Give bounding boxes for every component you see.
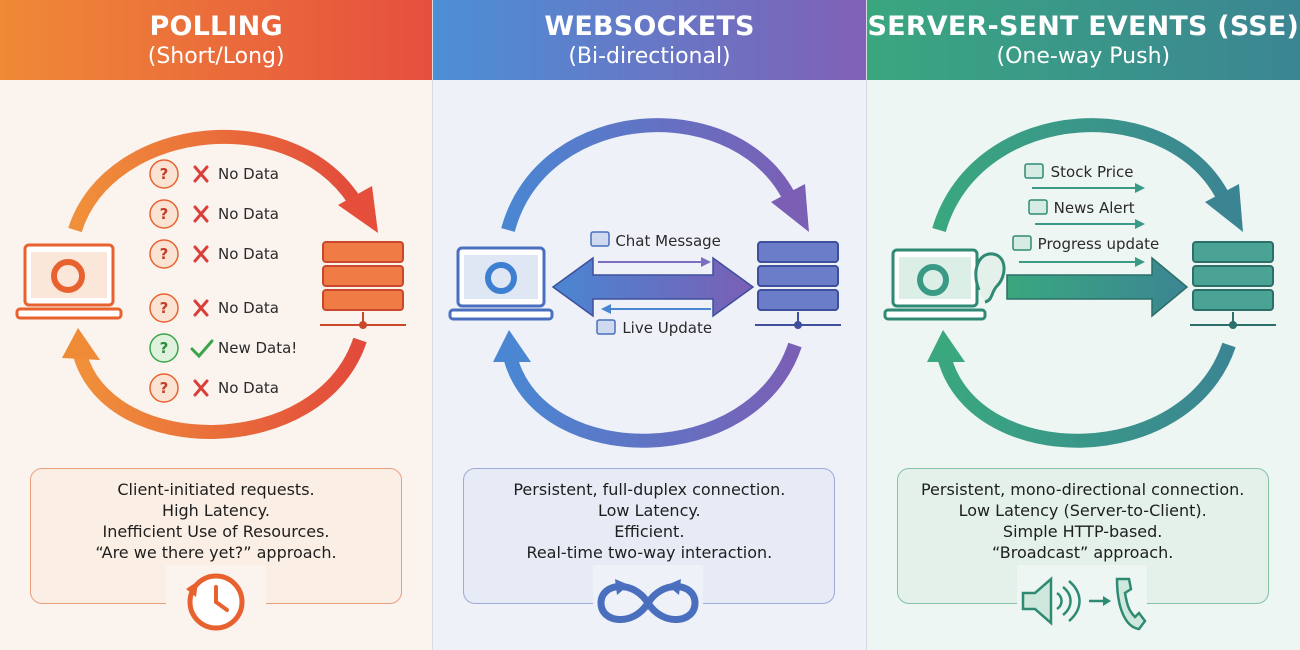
websockets-panel: WEBSOCKETS (Bi-directional) <box>433 0 867 650</box>
request-result-1: No Data <box>218 165 279 183</box>
sse-panel: SERVER-SENT EVENTS (SSE) (One-way Push) <box>866 0 1300 650</box>
request-result-3: No Data <box>218 245 279 263</box>
push-arrow <box>1005 256 1188 318</box>
chat-message-label: Chat Message <box>615 232 721 250</box>
websockets-title: WEBSOCKETS <box>544 11 755 42</box>
polling-top-arrowhead <box>338 186 378 233</box>
polling-desc-line-1: Client-initiated requests. <box>117 480 315 499</box>
speaker-to-phone-icon <box>1016 565 1147 635</box>
laptop-icon <box>15 243 123 320</box>
sse-desc-line-1: Persistent, mono-directional connection. <box>920 480 1245 499</box>
sse-desc-line-3: Simple HTTP-based. <box>1002 522 1163 541</box>
ws-desc-line-1: Persistent, full-duplex connection. <box>513 480 786 499</box>
ear-icon <box>974 252 1006 304</box>
ws-desc-line-2: Low Latency. <box>598 501 701 520</box>
sse-top-arrowhead <box>1204 184 1243 232</box>
stock-price-label: Stock Price <box>1050 163 1134 181</box>
svg-text:?: ? <box>160 339 169 357</box>
sse-desc-line-4: “Broadcast” approach. <box>992 543 1174 562</box>
request-result-2: No Data <box>218 205 279 223</box>
polling-subtitle: (Short/Long) <box>147 44 285 69</box>
polling-title: POLLING <box>149 11 283 42</box>
svg-text:?: ? <box>160 205 169 223</box>
websockets-header: WEBSOCKETS (Bi-directional) <box>433 0 866 80</box>
request-result-5: New Data! <box>218 339 298 357</box>
request-bubbles: ??? ?? ? <box>149 159 214 403</box>
svg-text:?: ? <box>160 245 169 263</box>
progress-update-label: Progress update <box>1037 235 1160 253</box>
polling-desc-line-2: High Latency. <box>162 501 270 520</box>
infinity-arrows-icon <box>593 565 704 635</box>
polling-panel: POLLING (Short/Long) <box>0 0 434 650</box>
websockets-diagram <box>448 118 842 448</box>
request-result-6: No Data <box>218 379 279 397</box>
polling-desc-line-4: “Are we there yet?” approach. <box>95 543 337 562</box>
sse-top-arrow <box>931 118 1234 233</box>
polling-bottom-arrow <box>73 337 367 439</box>
laptop-icon <box>448 246 554 321</box>
request-result-4: No Data <box>218 299 279 317</box>
ws-bottom-arrow <box>504 342 802 448</box>
bidirectional-arrow <box>552 256 755 318</box>
sse-header: SERVER-SENT EVENTS (SSE) (One-way Push) <box>866 0 1300 80</box>
ws-top-arrowhead <box>771 184 810 232</box>
clock-refresh-icon <box>166 565 266 635</box>
ws-desc-line-3: Efficient. <box>614 522 685 541</box>
polling-header: POLLING (Short/Long) <box>0 0 433 80</box>
server-icon <box>1189 241 1276 329</box>
sse-diagram <box>883 118 1276 448</box>
svg-text:?: ? <box>160 299 169 317</box>
svg-text:?: ? <box>160 379 169 397</box>
websockets-subtitle: (Bi-directional) <box>568 44 731 69</box>
server-icon <box>320 241 406 329</box>
news-alert-label: News Alert <box>1053 199 1135 217</box>
sse-desc-line-2: Low Latency (Server-to-Client). <box>958 501 1207 520</box>
polling-desc-line-3: Inefficient Use of Resources. <box>102 522 330 541</box>
sse-description: Persistent, mono-directional connection.… <box>896 468 1269 604</box>
polling-bottom-arrowhead <box>62 328 100 360</box>
ws-top-arrow <box>501 118 800 232</box>
laptop-icon <box>883 248 987 321</box>
svg-text:?: ? <box>160 165 169 183</box>
server-icon <box>755 241 842 329</box>
sse-subtitle: (One-way Push) <box>996 44 1171 69</box>
sse-title: SERVER-SENT EVENTS (SSE) <box>867 11 1300 42</box>
sse-bottom-arrowhead <box>926 330 965 362</box>
polling-diagram: ??? ?? ? <box>15 129 406 439</box>
sse-bottom-arrow <box>937 342 1236 448</box>
polling-top-arrow <box>68 129 367 233</box>
live-update-label: Live Update <box>622 319 713 337</box>
ws-bottom-arrowhead <box>493 330 532 362</box>
ws-desc-line-4: Real-time two-way interaction. <box>526 543 773 562</box>
